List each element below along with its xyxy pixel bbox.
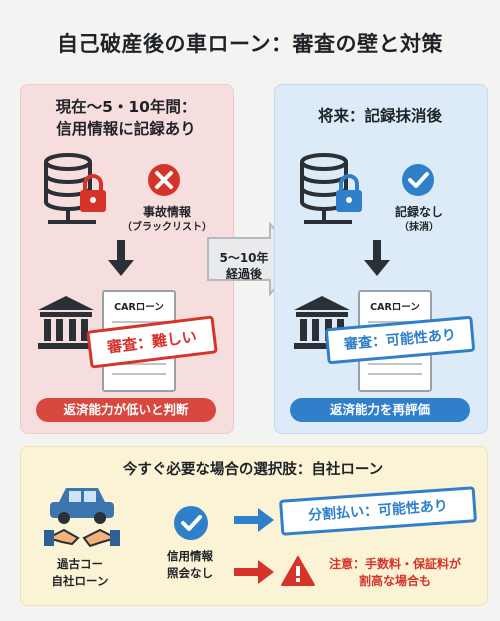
bottom-panel-title: 今すぐ必要な場合の選択肢：自社ローン [122,462,384,478]
transition-label-line1: 5〜10年 [219,251,269,265]
left-record-sub: （ブラックリスト） [122,222,212,233]
database-lock-icon [300,153,362,224]
doc-line [112,363,166,365]
left-panel-title-line1: 現在〜5・10年間： [55,98,197,116]
right-doc-title: CARローン [370,302,420,313]
page-title: 自己破産後の車ローン：審査の壁と対策 [57,32,443,56]
left-panel-title: 現在〜5・10年間： 信用情報に記録あり [20,96,232,140]
right-arrow-blue-icon [234,508,274,532]
credit-check-line2: 照会なし [167,566,213,580]
check-mark-icon [402,164,434,196]
transition-label: 5〜10年 経過後 [212,250,276,282]
doc-line [368,373,422,375]
doc-line [112,321,166,323]
check-mark-icon [174,506,208,540]
right-record-sub: （抹消） [399,222,439,233]
doc-line [112,373,166,375]
dealer-label-line1: 過古コー [57,557,103,571]
right-arrow-red-icon [234,560,274,584]
database-lock-icon [44,153,106,224]
right-panel-title: 将来：記録抹消後 [317,107,442,125]
left-panel-title-line2: 信用情報に記録あり [56,120,196,138]
dealer-label: 過古コー 自社ローン [30,556,130,590]
warning-icon [281,556,315,586]
warning-text: 注意：手数料・保証料が 割高な場合も [320,556,470,590]
left-footer-badge: 返済能力が低いと判断 [36,398,216,422]
credit-check-line1: 信用情報 [167,549,213,563]
warning-text-line1: 注意：手数料・保証料が [328,557,461,571]
right-record-label: 記録なし [394,205,443,219]
down-arrow-icon [364,240,390,276]
left-doc-title: CARローン [114,302,164,313]
right-footer-badge: 返済能力を再評価 [290,398,470,422]
car-handshake-icon [44,488,120,548]
warning-text-line2: 割高な場合も [358,574,431,588]
x-mark-icon [148,164,180,196]
left-record-label: 事故情報 [142,205,191,219]
doc-line [368,363,422,365]
transition-label-line2: 経過後 [225,267,262,281]
credit-check-label: 信用情報 照会なし [140,548,240,582]
down-arrow-icon [108,240,134,276]
bank-icon [38,296,94,349]
dealer-label-line2: 自社ローン [51,574,109,588]
